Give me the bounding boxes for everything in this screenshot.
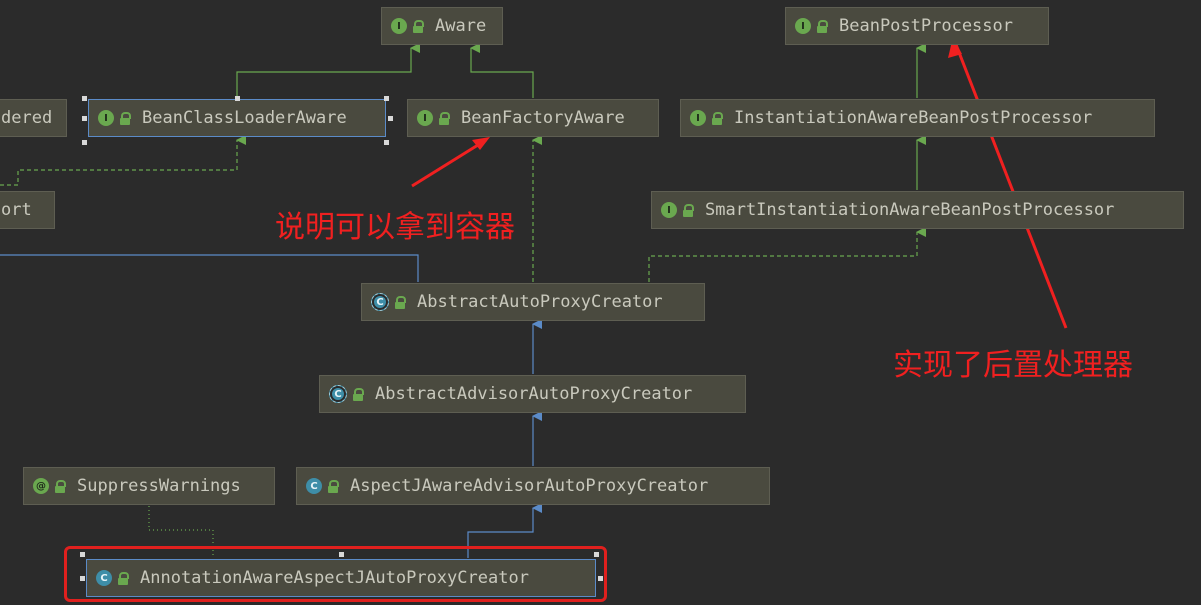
- selection-handle[interactable]: [80, 576, 85, 581]
- edge-beanfactoryaware-aware: [470, 43, 534, 98]
- edge-beanclassloaderaware-aware: [236, 43, 420, 98]
- node-aspectj-aware-advisor-auto-proxy-creator[interactable]: C AspectJAwareAdvisorAutoProxyCreator: [296, 467, 770, 505]
- node-label: AspectJAwareAdvisorAutoProxyCreator: [350, 476, 709, 496]
- node-label: BeanPostProcessor: [839, 16, 1013, 36]
- public-lock-icon: [710, 111, 724, 125]
- interface-icon: I: [661, 202, 677, 218]
- public-lock-icon: [815, 19, 829, 33]
- public-lock-icon: [437, 111, 451, 125]
- node-label: ort: [1, 200, 32, 220]
- node-bean-post-processor[interactable]: I BeanPostProcessor: [785, 7, 1049, 45]
- node-smart-instantiation-aware-bpp[interactable]: I SmartInstantiationAwareBeanPostProcess…: [651, 191, 1184, 229]
- node-abstract-advisor-auto-proxy-creator[interactable]: C AbstractAdvisorAutoProxyCreator: [319, 375, 746, 413]
- node-label: dered: [1, 108, 53, 128]
- abstract-class-icon: C: [329, 385, 347, 403]
- selection-handle[interactable]: [598, 576, 603, 581]
- interface-icon: I: [795, 18, 811, 34]
- node-label: BeanFactoryAware: [461, 108, 625, 128]
- edge-abstractautoproxycreator-smartbpp: [648, 227, 926, 282]
- selection-handle[interactable]: [82, 140, 87, 145]
- node-aware[interactable]: I Aware: [381, 7, 503, 45]
- public-lock-icon: [326, 479, 340, 493]
- selection-handle[interactable]: [339, 552, 344, 557]
- edge-offscreen-abstractautoproxycreator: [0, 254, 419, 282]
- node-bean-factory-aware[interactable]: I BeanFactoryAware: [407, 99, 659, 137]
- interface-icon: I: [417, 110, 433, 126]
- public-lock-icon: [393, 295, 407, 309]
- arrow-post-processor: [953, 41, 1068, 329]
- interface-icon: I: [690, 110, 706, 126]
- public-lock-icon: [411, 19, 425, 33]
- node-instantiation-aware-bpp[interactable]: I InstantiationAwareBeanPostProcessor: [680, 99, 1155, 137]
- arrow-get-container-head: [472, 137, 490, 150]
- public-lock-icon: [351, 387, 365, 401]
- public-lock-icon: [53, 479, 67, 493]
- node-label: AbstractAdvisorAutoProxyCreator: [375, 384, 693, 404]
- node-label: InstantiationAwareBeanPostProcessor: [734, 108, 1093, 128]
- selection-handle[interactable]: [594, 552, 599, 557]
- selection-handle[interactable]: [384, 140, 389, 145]
- interface-icon: I: [98, 110, 114, 126]
- selection-handle[interactable]: [80, 552, 85, 557]
- node-suppress-warnings[interactable]: @ SuppressWarnings: [23, 467, 275, 505]
- selection-handle[interactable]: [388, 116, 393, 121]
- public-lock-icon: [681, 203, 695, 217]
- node-label: Aware: [435, 16, 487, 36]
- annotation-icon: @: [33, 478, 49, 494]
- public-lock-icon: [118, 111, 132, 125]
- node-label: SmartInstantiationAwareBeanPostProcessor: [705, 200, 1115, 220]
- class-icon: C: [306, 478, 322, 494]
- public-lock-icon: [116, 571, 130, 585]
- annotation-get-container: 说明可以拿到容器: [275, 210, 515, 245]
- interface-icon: I: [391, 18, 407, 34]
- selection-handle[interactable]: [384, 96, 389, 101]
- red-highlight-box: [64, 546, 607, 602]
- abstract-class-icon: C: [371, 293, 389, 311]
- selection-handle[interactable]: [82, 96, 87, 101]
- edge-support-beanclassloaderaware: [0, 135, 246, 186]
- class-icon: C: [96, 570, 112, 586]
- node-label: SuppressWarnings: [77, 476, 241, 496]
- node-label: AnnotationAwareAspectJAutoProxyCreator: [140, 568, 529, 588]
- node-abstract-auto-proxy-creator[interactable]: C AbstractAutoProxyCreator: [361, 283, 705, 321]
- node-ordered-partial[interactable]: dered: [0, 99, 67, 137]
- node-label: AbstractAutoProxyCreator: [417, 292, 663, 312]
- node-annotation-aware-aspectj-auto-proxy-creator[interactable]: C AnnotationAwareAspectJAutoProxyCreator: [86, 559, 596, 597]
- selection-handle[interactable]: [82, 116, 87, 121]
- arrow-get-container: [411, 138, 487, 188]
- annotation-implements-post-processor: 实现了后置处理器: [893, 348, 1133, 383]
- selection-handle[interactable]: [235, 96, 240, 101]
- node-support-partial[interactable]: ort: [0, 191, 55, 229]
- node-label: BeanClassLoaderAware: [142, 108, 347, 128]
- node-bean-class-loader-aware[interactable]: I BeanClassLoaderAware: [88, 99, 386, 137]
